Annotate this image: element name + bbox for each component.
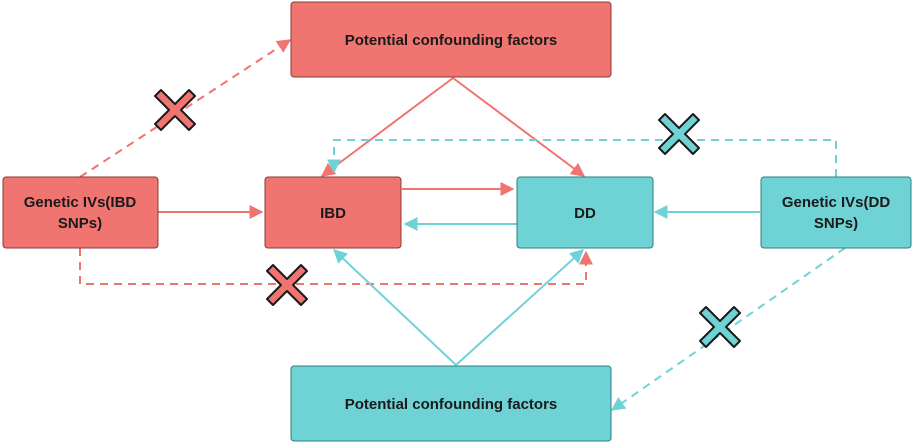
node-confounders-top: Potential confounding factors (290, 1, 612, 78)
edge-genetic-ibd-to-dd (79, 248, 593, 285)
edge-genetic-dd-to-ibd (327, 139, 837, 177)
node-ibd: IBD (264, 176, 402, 249)
node-genetic-dd: Genetic IVs(DD SNPs) (760, 176, 912, 249)
node-confounders-top-label: Potential confounding factors (345, 32, 558, 49)
node-genetic-dd-label-line2: SNPs) (814, 215, 858, 232)
node-genetic-dd-label-line1: Genetic IVs(DD (782, 194, 891, 211)
node-dd: DD (516, 176, 654, 249)
edge-confounders-bottom-to-dd (455, 249, 585, 366)
node-dd-label: DD (574, 205, 596, 222)
node-ibd-label: IBD (320, 205, 346, 222)
edge-confounders-bottom-to-ibd (332, 249, 457, 366)
node-genetic-ibd: Genetic IVs(IBD SNPs) (2, 176, 159, 249)
node-genetic-ibd-label-line1: Genetic IVs(IBD (24, 194, 137, 211)
cross-mark-icon (658, 113, 700, 155)
node-genetic-ibd-label-line2: SNPs) (58, 215, 102, 232)
cross-mark-icon (154, 89, 196, 131)
cross-mark-icon (266, 264, 308, 306)
edge-genetic-ibd-to-confounders-top (79, 39, 292, 178)
edge-confounders-top-to-dd (452, 77, 586, 177)
cross-mark-icon (699, 306, 741, 348)
edge-confounders-top-to-ibd (320, 77, 454, 177)
node-confounders-bottom: Potential confounding factors (290, 365, 612, 442)
node-confounders-bottom-label: Potential confounding factors (345, 396, 558, 413)
